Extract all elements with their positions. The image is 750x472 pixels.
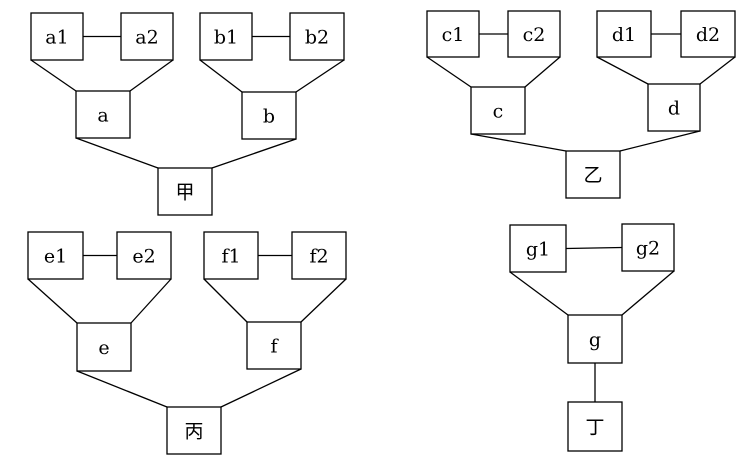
connector-g1-g — [509, 271, 569, 316]
node-d: d — [647, 83, 701, 132]
node-g: g — [567, 314, 623, 364]
node-box-g2 — [621, 223, 675, 272]
node-b: b — [241, 91, 297, 140]
node-label-yi: 乙 — [583, 165, 602, 187]
node-c2: c2 — [507, 10, 561, 58]
node-label-e: e — [98, 337, 109, 359]
node-box-d — [647, 83, 701, 132]
node-box-c — [470, 86, 526, 135]
connector-c1-c — [426, 56, 472, 88]
node-label-f2: f2 — [309, 246, 328, 268]
connector-g2-g — [621, 270, 675, 316]
node-a: a — [75, 90, 131, 139]
connector-a-jia — [75, 137, 159, 169]
node-c1: c1 — [426, 10, 480, 58]
node-d2: d2 — [680, 10, 736, 58]
connector-d1-d — [596, 56, 649, 85]
node-label-d: d — [668, 98, 680, 120]
node-label-c2: c2 — [523, 24, 546, 46]
node-b1: b1 — [199, 12, 253, 61]
connector-a2-a — [129, 59, 174, 92]
node-label-d1: d1 — [612, 24, 636, 46]
node-box-g1 — [509, 224, 567, 273]
connector-f-bing — [220, 368, 302, 408]
connector-c-yi — [470, 133, 567, 152]
node-box-a1 — [30, 12, 84, 61]
node-label-f: f — [270, 336, 279, 358]
node-f: f — [246, 321, 302, 370]
node-box-b1 — [199, 12, 253, 61]
connector-c2-c — [524, 56, 561, 88]
node-a1: a1 — [30, 12, 84, 61]
node-box-b — [241, 91, 297, 140]
node-a2: a2 — [120, 12, 174, 61]
node-e2: e2 — [116, 231, 172, 280]
connector-e2-e — [130, 278, 172, 324]
node-box-jia — [157, 167, 213, 216]
connector-lines — [27, 33, 736, 408]
node-box-e — [76, 322, 132, 372]
node-d1: d1 — [596, 10, 652, 58]
node-f2: f2 — [291, 231, 347, 280]
node-label-g2: g2 — [636, 238, 660, 260]
node-c: c — [470, 86, 526, 135]
node-box-ding — [567, 401, 623, 452]
node-box-f2 — [291, 231, 347, 280]
node-label-c1: c1 — [442, 24, 465, 46]
node-label-e1: e1 — [44, 246, 67, 268]
node-label-c: c — [493, 101, 504, 123]
connector-b2-b — [295, 59, 345, 93]
node-label-jia: 甲 — [175, 182, 194, 204]
node-box-a — [75, 90, 131, 139]
node-label-f1: f1 — [221, 246, 240, 268]
node-yi: 乙 — [565, 150, 621, 199]
connector-f2-f — [300, 278, 347, 323]
connector-f1-f — [203, 278, 248, 323]
node-box-e1 — [27, 231, 84, 280]
connector-e1-e — [27, 278, 78, 324]
node-e: e — [76, 322, 132, 372]
connector-d-yi — [619, 130, 701, 152]
node-box-f1 — [203, 231, 259, 280]
node-label-b2: b2 — [305, 27, 329, 49]
node-box-e2 — [116, 231, 172, 280]
node-jia: 甲 — [157, 167, 213, 216]
node-label-g: g — [589, 329, 601, 351]
node-label-a1: a1 — [45, 27, 68, 49]
node-label-ding: 丁 — [585, 417, 604, 439]
node-b2: b2 — [289, 12, 345, 61]
node-box-f — [246, 321, 302, 370]
node-bing: 丙 — [166, 406, 222, 455]
node-box-c2 — [507, 10, 561, 58]
node-label-d2: d2 — [696, 24, 720, 46]
node-box-d1 — [596, 10, 652, 58]
node-label-bing: 丙 — [184, 421, 203, 443]
node-ding: 丁 — [567, 401, 623, 452]
connector-a1-a — [30, 59, 77, 92]
node-box-a2 — [120, 12, 174, 61]
connector-b-jia — [211, 138, 297, 169]
node-box-bing — [166, 406, 222, 455]
node-g1: g1 — [509, 224, 567, 273]
connector-b1-b — [199, 59, 243, 93]
node-box-c1 — [426, 10, 480, 58]
node-e1: e1 — [27, 231, 84, 280]
node-label-a: a — [97, 105, 108, 127]
connector-e-bing — [76, 370, 168, 408]
node-f1: f1 — [203, 231, 259, 280]
node-box-b2 — [289, 12, 345, 61]
node-box-g — [567, 314, 623, 364]
node-box-yi — [565, 150, 621, 199]
connector-g1-g2 — [565, 246, 623, 250]
node-g2: g2 — [621, 223, 675, 272]
node-box-d2 — [680, 10, 736, 58]
node-label-b: b — [263, 106, 275, 128]
node-label-e2: e2 — [132, 246, 155, 268]
node-label-g1: g1 — [526, 239, 550, 261]
connector-d2-d — [699, 56, 736, 85]
node-label-a2: a2 — [135, 27, 158, 49]
node-boxes: a1 a2 a b1 b2 b 甲 c1 c2 c d1 d2 d 乙 e1 e2 e f1 f2 f 丙 g1 g2 g 丁 — [27, 10, 736, 455]
node-label-b1: b1 — [214, 27, 238, 49]
